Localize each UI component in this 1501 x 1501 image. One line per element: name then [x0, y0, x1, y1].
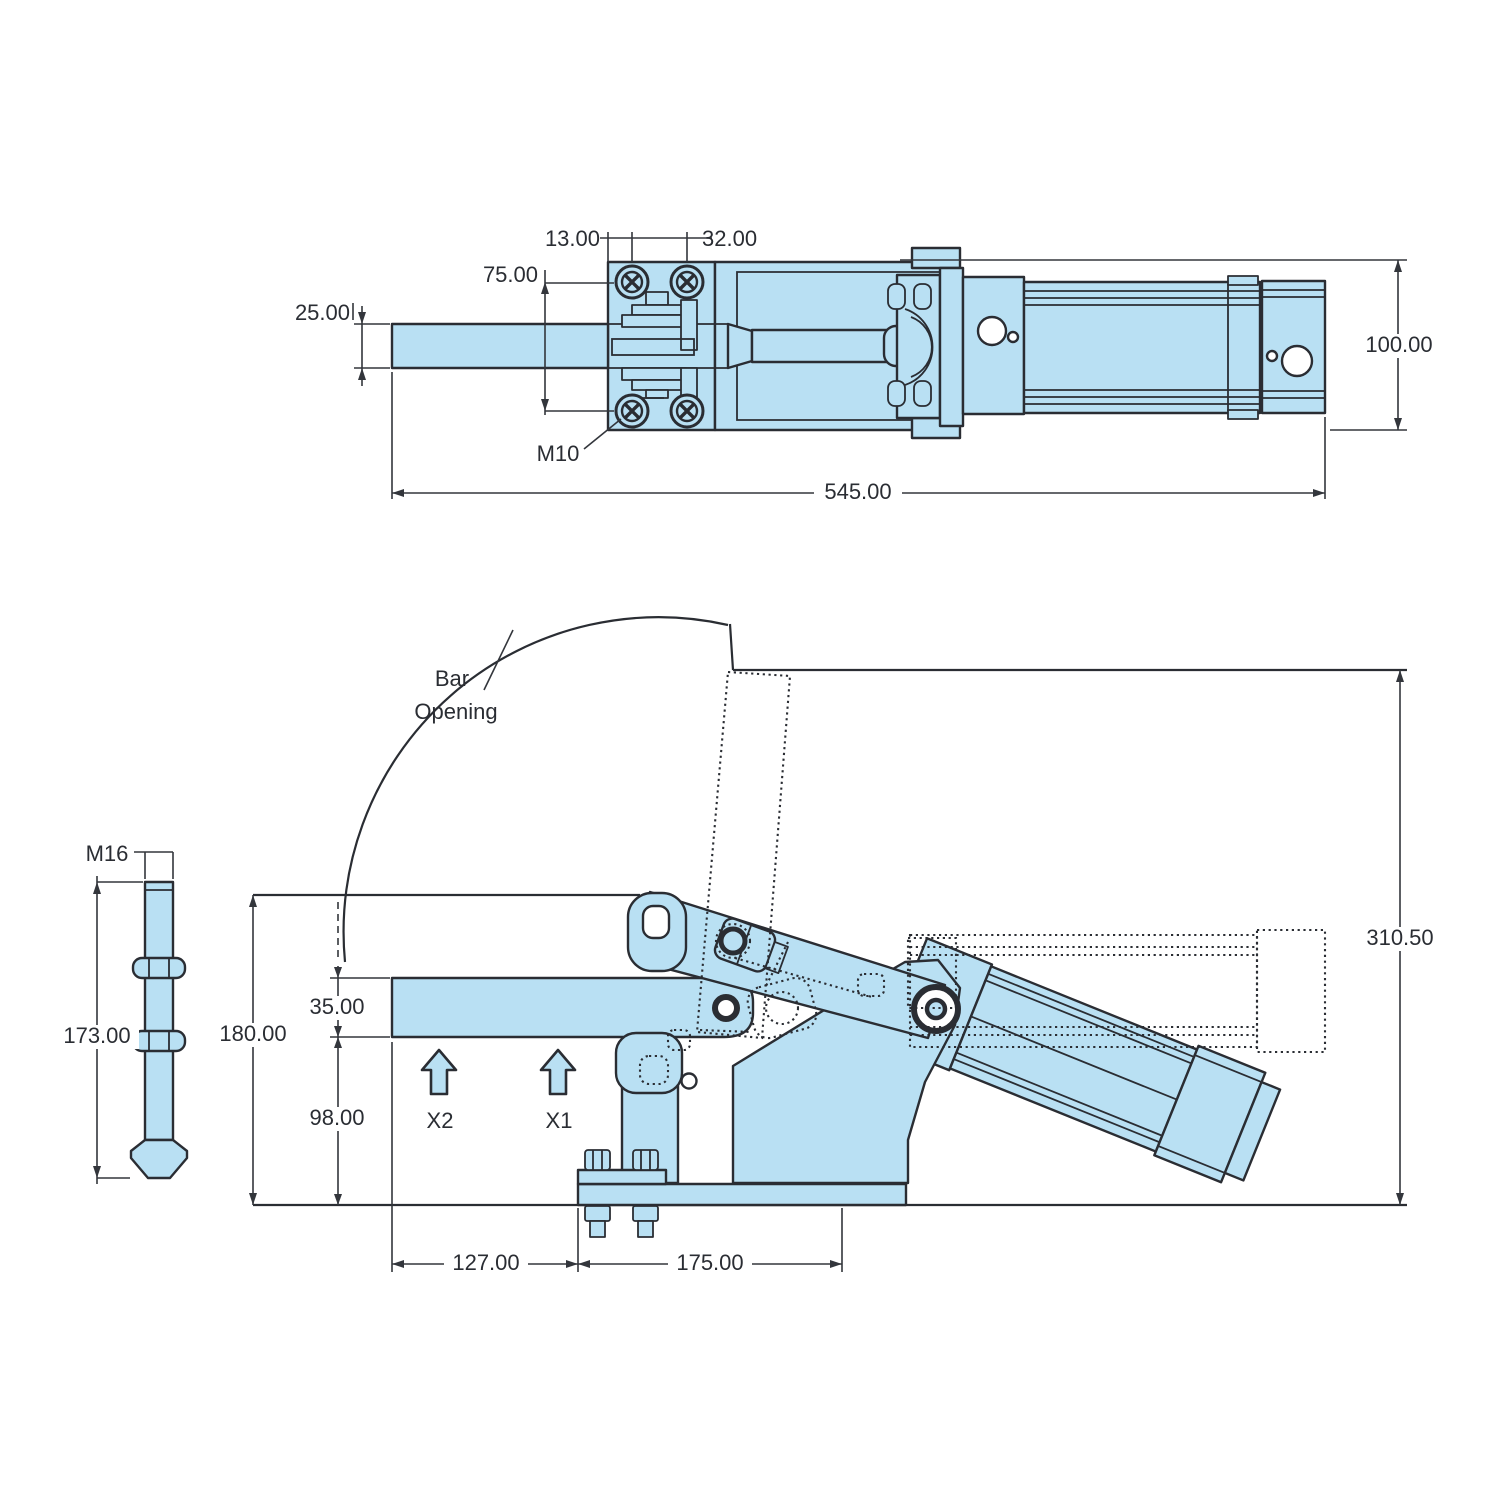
- housing-inner-lines: [736, 271, 958, 421]
- clamp-bar-plan: [390, 322, 610, 370]
- dim-label-13: 13.00: [545, 226, 600, 251]
- flange-bolt: [913, 380, 932, 407]
- phantom-bar-open: [695, 670, 792, 1040]
- flange-bolt: [887, 380, 906, 407]
- bar-holder-hole: [641, 904, 671, 940]
- dim-label-75: 75.00: [483, 262, 538, 287]
- phantom-cylinder-cap: [1255, 928, 1327, 1054]
- phantom-cylinder-tube: [908, 933, 1259, 1049]
- flange-plate-outer: [938, 266, 965, 428]
- base-bolt: [632, 1205, 659, 1222]
- tube-ribs: [1024, 284, 1260, 411]
- rear-port-screw: [1265, 349, 1279, 363]
- m16-dim-lines: [134, 851, 174, 879]
- piston-rod-plan: [750, 328, 890, 364]
- port-screw: [1006, 330, 1020, 344]
- flange-bolt: [913, 283, 932, 310]
- clevis-arcs: [904, 308, 934, 386]
- collar-pin: [718, 926, 748, 956]
- toggle-linkage-plan: [611, 291, 698, 419]
- label-bar-opening-line2: Opening: [414, 699, 497, 724]
- side-view-dimensions: [213, 670, 1445, 1276]
- thread-label-m16: M16: [86, 841, 129, 866]
- dim-label-180: 180.00: [219, 1021, 286, 1046]
- base-bolt-shaft: [589, 1220, 606, 1238]
- foot-plate: [576, 1168, 668, 1186]
- dim-label-32: 32.00: [702, 226, 757, 251]
- dim-label-310: 310.50: [1366, 925, 1433, 950]
- dim-label-127: 127.00: [452, 1250, 519, 1275]
- force-arrow-x1: [539, 1048, 577, 1096]
- envelope-boundary: [253, 623, 1407, 1207]
- spindle-rod: [143, 880, 175, 1142]
- dim-label-98: 98.00: [309, 1105, 364, 1130]
- lower-pivot-boss: [614, 1031, 684, 1095]
- side-view: Bar Opening 180.00 35.00 98.00 127.00 17…: [213, 616, 1445, 1276]
- spindle-detail: M16 173.00: [55, 841, 189, 1184]
- marker-label-x1: X1: [546, 1108, 573, 1133]
- dim-label-25: 25.00: [295, 300, 350, 325]
- rear-air-port: [1280, 344, 1314, 378]
- clamp-bar-side: [390, 976, 755, 1039]
- mount-screw: [669, 264, 705, 300]
- top-view: 13.00 32.00 75.00 25.00 545.00 100.00 M1…: [295, 226, 1442, 505]
- phantom-trunnion: [906, 936, 958, 1010]
- dim-label-173: 173.00: [63, 1023, 130, 1048]
- spindle-nut: [131, 956, 187, 980]
- bar-neck: [726, 322, 754, 370]
- end-cap-ribs: [1262, 289, 1325, 399]
- spindle-tip: [129, 1138, 189, 1180]
- marker-label-x2: X2: [427, 1108, 454, 1133]
- top-view-dimensions: [352, 232, 1442, 505]
- flange-tab-top: [910, 246, 962, 270]
- dim-label-545: 545.00: [824, 479, 891, 504]
- main-pivot-inner: [924, 997, 948, 1021]
- cylinder-tube-plan: [1022, 280, 1262, 415]
- air-port: [976, 315, 1008, 347]
- thread-label-m10: M10: [537, 441, 580, 466]
- dim-label-175: 175.00: [676, 1250, 743, 1275]
- phantom-clevis-hole: [764, 990, 800, 1026]
- dim-label-35: 35.00: [309, 994, 364, 1019]
- mount-screw: [614, 264, 650, 300]
- bolt-head: [584, 1149, 611, 1171]
- dim-label-100: 100.00: [1365, 332, 1432, 357]
- base-bolt-shaft: [637, 1220, 654, 1238]
- spindle-nut: [131, 1029, 187, 1053]
- bar-opening-arc: [342, 616, 729, 963]
- tie-rod-nut-bottom: [1227, 409, 1259, 420]
- base-plate: [576, 1182, 908, 1207]
- mount-screw: [614, 393, 650, 429]
- label-bar-opening-line1: Bar: [435, 666, 469, 691]
- phantom-open-position: [638, 670, 1327, 1086]
- phantom-boss-hole: [638, 1054, 670, 1086]
- bar-end-pin: [712, 994, 740, 1022]
- bolt-head: [632, 1149, 659, 1171]
- mount-screw: [669, 393, 705, 429]
- tie-rod-nut-top: [1227, 275, 1259, 286]
- force-arrow-x2: [420, 1048, 458, 1096]
- link-pin-small: [680, 1072, 698, 1090]
- bar-opening-leader: [483, 629, 514, 691]
- flange-bolt: [887, 283, 906, 310]
- base-bolt: [584, 1205, 611, 1222]
